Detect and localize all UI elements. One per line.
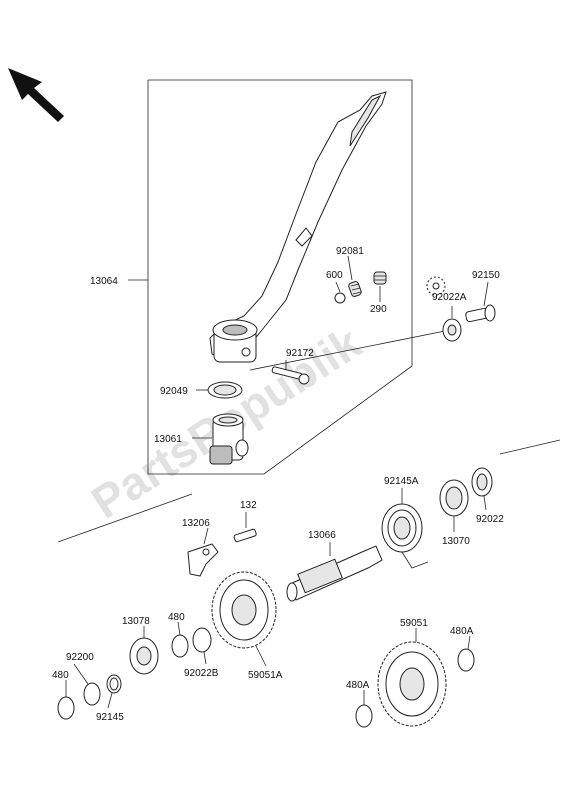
oil-seal-92049: [207, 381, 243, 399]
callout-92022B: 92022B: [184, 668, 219, 679]
callout-92022A: 92022A: [432, 292, 467, 303]
ratchet-13078: [129, 637, 159, 675]
callout-13078: 13078: [122, 616, 150, 627]
spring-92081: [348, 281, 362, 297]
washer-92200: [83, 682, 101, 706]
shaft-13066: [286, 545, 383, 602]
kick-boss-13061: [209, 413, 249, 465]
kick-gear-59051A: [211, 571, 277, 649]
callout-13206: 13206: [182, 518, 210, 529]
kick-pedal-lever: [209, 91, 387, 363]
circlip-480-left: [57, 696, 75, 720]
callout-13064: 13064: [90, 276, 118, 287]
front-direction-arrow-icon: [8, 68, 64, 122]
callout-92022: 92022: [476, 514, 504, 525]
idle-gear-59051: [377, 641, 447, 727]
axis-line-upper: [249, 327, 461, 371]
callout-13061: 13061: [154, 434, 182, 445]
plug-290: [373, 271, 387, 285]
bolt-132: [233, 528, 257, 543]
callout-480-mid: 480: [168, 612, 185, 623]
callout-13070: 13070: [442, 536, 470, 547]
circlip-480A-right: [457, 648, 475, 672]
gear-ref-icon: [426, 276, 446, 296]
callout-290: 290: [370, 304, 387, 315]
circlip-480-mid: [171, 634, 189, 658]
washer-92022: [471, 467, 493, 497]
callout-92081: 92081: [336, 246, 364, 257]
callout-59051A: 59051A: [248, 670, 283, 681]
leader-lines: [65, 255, 489, 709]
callout-92049: 92049: [160, 386, 188, 397]
callout-92145A: 92145A: [384, 476, 419, 487]
callout-92172: 92172: [286, 348, 314, 359]
callout-labels: 13064 92081 600 290 92150 92022A 92172 9…: [52, 246, 504, 723]
callout-92150: 92150: [472, 270, 500, 281]
washer-92022A: [442, 318, 462, 342]
callout-59051: 59051: [400, 618, 428, 629]
callout-132: 132: [240, 500, 257, 511]
ball-600: [334, 292, 346, 304]
bolt-92150: [465, 304, 496, 323]
callout-480-left: 480: [52, 670, 69, 681]
washer-92022B: [192, 627, 212, 653]
axis-line-right: [499, 439, 561, 455]
axis-line-left: [57, 493, 193, 543]
callout-13066: 13066: [308, 530, 336, 541]
spring-92145A: [381, 503, 429, 569]
callout-480A-bottom: 480A: [346, 680, 370, 691]
callout-480A-top: 480A: [450, 626, 474, 637]
bolt-92172: [271, 366, 310, 385]
callout-92200: 92200: [66, 652, 94, 663]
callout-92145: 92145: [96, 712, 124, 723]
collar-13070: [439, 479, 469, 517]
circlip-480A-left: [355, 704, 373, 728]
callout-600: 600: [326, 270, 343, 281]
assembly-frame: [147, 79, 413, 475]
spring-92145: [106, 674, 122, 694]
guide-13206: [187, 543, 219, 577]
